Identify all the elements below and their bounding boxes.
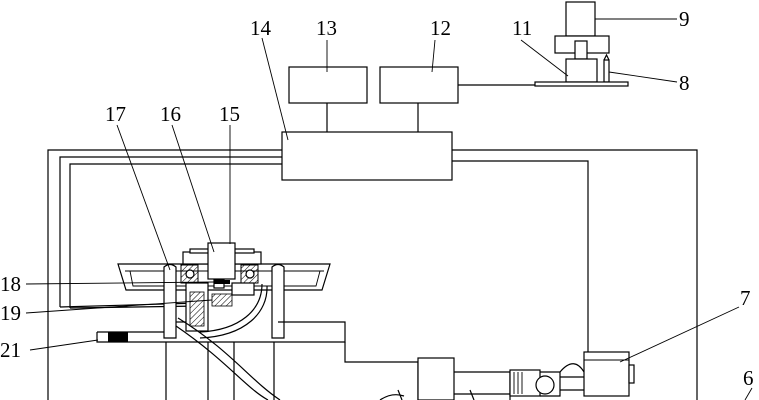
label-21: 21	[0, 338, 21, 362]
label-12: 12	[430, 16, 451, 40]
label-16: 16	[160, 102, 181, 126]
label-15: 15	[219, 102, 240, 126]
label-18: 18	[0, 272, 21, 296]
module-12-box	[379, 66, 459, 104]
label-14: 14	[250, 16, 272, 40]
label-7: 7	[740, 286, 751, 310]
label-13: 13	[316, 16, 337, 40]
base-table	[96, 317, 346, 400]
label-8: 8	[679, 71, 690, 95]
label-9: 9	[679, 7, 690, 31]
motor	[583, 351, 635, 397]
label-19: 19	[0, 301, 21, 325]
drive-arm	[344, 342, 585, 400]
controller-box	[281, 131, 453, 181]
label-6: 6	[743, 366, 754, 390]
label-11: 11	[512, 16, 532, 40]
module-13-box	[288, 66, 368, 104]
leader-lines	[25, 18, 753, 400]
outer-frame	[47, 149, 698, 400]
sensor-device	[534, 1, 629, 87]
spindle-housing	[117, 242, 331, 339]
label-17: 17	[105, 102, 126, 126]
signal-wires	[59, 156, 589, 352]
